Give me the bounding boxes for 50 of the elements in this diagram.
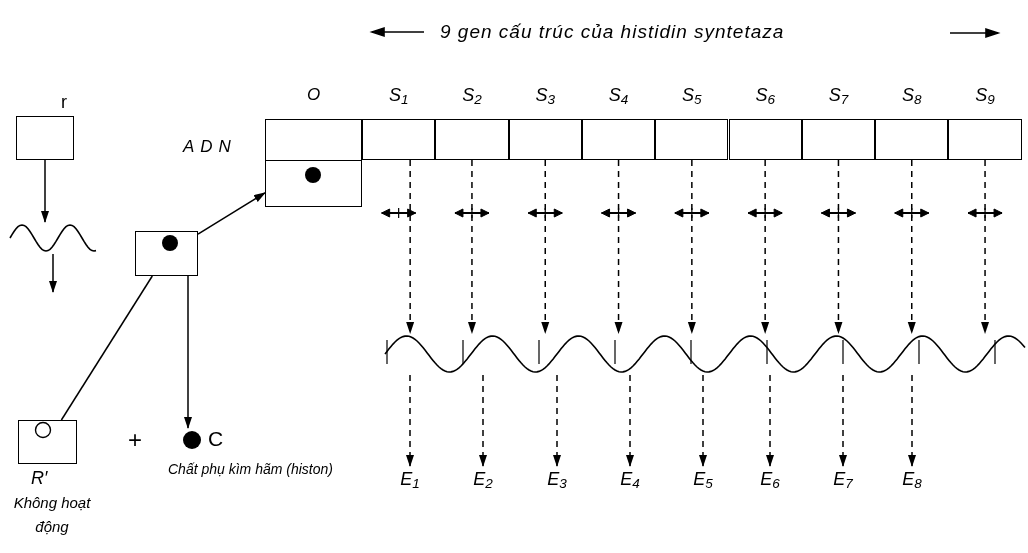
- mrna-wave: [385, 333, 1025, 375]
- arrow: [197, 192, 266, 235]
- arrow: [687, 159, 696, 334]
- gene-label: S$_{9}$: [975, 85, 995, 105]
- arrow: [41, 159, 49, 223]
- arrow: [839, 374, 847, 467]
- arrow: [834, 159, 843, 334]
- corepressor-caption: Chất phụ kìm hãm (histon): [168, 461, 333, 477]
- enzyme-label: E$_{3}$: [539, 466, 575, 492]
- mrna-wave: [10, 222, 96, 254]
- enzyme-label: E$_{6}$: [752, 466, 788, 492]
- gene-label: S$_{4}$: [608, 85, 629, 105]
- gene-label: S$_{5}$: [682, 85, 702, 105]
- plus-sign: +: [128, 426, 142, 453]
- arrow: [184, 275, 192, 429]
- gene-label: S$_{3}$: [535, 85, 555, 105]
- repressor-caption: Không hoạt động: [13, 494, 91, 535]
- enzyme-label: E$_{7}$: [825, 466, 861, 492]
- corepressor-label: C: [208, 427, 224, 450]
- gene-label: S$_{8}$: [901, 85, 922, 105]
- enzyme-label: E$_{5}$: [685, 466, 721, 492]
- gene-label: S$_{2}$: [462, 85, 482, 105]
- arrow: [907, 159, 916, 334]
- arrow: [614, 159, 623, 334]
- arrow: [541, 159, 550, 334]
- arrow: [553, 374, 561, 467]
- gene-label: S$_{7}$: [828, 85, 849, 105]
- enzyme-label: E$_{8}$: [894, 466, 930, 492]
- gene-label: S$_{6}$: [755, 85, 775, 105]
- arrow: [766, 374, 774, 467]
- arrow: [626, 374, 634, 467]
- enzyme-label: E$_{2}$: [465, 466, 501, 492]
- gene-label: r: [61, 92, 67, 112]
- arrow: [981, 159, 990, 334]
- gene-label: S$_{1}$: [388, 85, 409, 105]
- enzyme-label: E$_{1}$: [392, 466, 428, 492]
- arrow: [908, 374, 916, 467]
- operator-label: O: [306, 85, 321, 104]
- arrow: [699, 374, 707, 467]
- repressor-box: [135, 231, 198, 276]
- repressor-label: R′: [31, 468, 48, 488]
- enzyme-label: E$_{4}$: [612, 466, 648, 492]
- dna-label: ADN: [183, 137, 237, 156]
- title: 9 gen cấu trúc của histidin syntetaza: [440, 20, 785, 44]
- arrow: [49, 253, 57, 293]
- arrow: [406, 159, 415, 334]
- arrow: [406, 374, 414, 467]
- arrow: [479, 374, 487, 467]
- arrow: [761, 159, 770, 334]
- arrow: [467, 159, 476, 334]
